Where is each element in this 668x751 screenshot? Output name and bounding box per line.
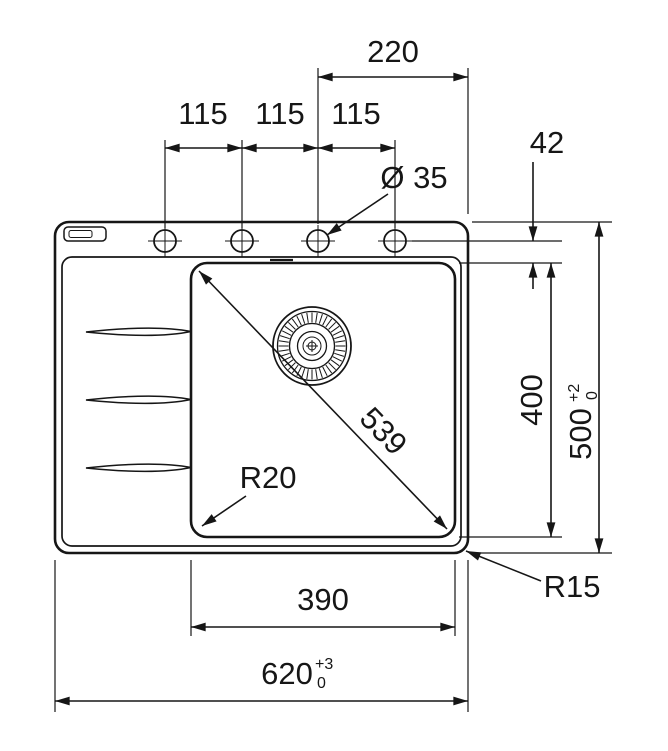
drainboard-rib (85, 395, 192, 405)
drainboard (85, 327, 192, 473)
dim-label-115-1: 115 (178, 96, 227, 131)
dim-115-chain: 115 115 115 (164, 96, 396, 228)
dim-620: 620 +3 0 (54, 560, 469, 712)
dim-500: 500 +2 0 (472, 221, 612, 554)
dim-400: 400 (459, 263, 562, 538)
sink-body (53, 220, 470, 555)
faucet-hole (225, 225, 259, 257)
dim-label-620: 620 (261, 656, 313, 691)
dim-r20: R20 (201, 460, 297, 527)
dim-label-620-tol-lower: 0 (317, 675, 326, 692)
faucet-hole (378, 225, 412, 257)
dim-label-500-tol-upper: +2 (566, 384, 583, 402)
faucet-hole (301, 225, 335, 257)
dim-390: 390 (190, 560, 456, 636)
drainboard-rib (85, 463, 192, 473)
dim-label-500: 500 (563, 408, 598, 460)
dim-220: 220 (317, 34, 469, 224)
faucet-holes (148, 225, 412, 257)
brand-plate (63, 226, 107, 242)
dim-label-500-tol-lower: 0 (584, 391, 601, 400)
dim-label-220: 220 (367, 34, 419, 69)
sink-outer-outline (53, 220, 470, 555)
dim-label-hole-diameter: Ø 35 (380, 160, 447, 195)
dim-539: 539 (198, 270, 448, 530)
dim-42: 42 (412, 125, 564, 289)
dim-label-r15: R15 (544, 569, 601, 604)
sink-inner-rim (61, 256, 462, 547)
drainboard-rib (85, 327, 192, 337)
dim-hole-diameter: Ø 35 (326, 160, 448, 236)
dim-label-400: 400 (514, 374, 549, 426)
dim-label-42: 42 (530, 125, 564, 160)
dim-label-620-tol-upper: +3 (315, 656, 333, 673)
drain-strainer (272, 306, 352, 386)
dim-label-115-2: 115 (255, 96, 304, 131)
dim-r15: R15 (465, 550, 601, 604)
dim-label-390: 390 (297, 582, 349, 617)
dim-label-539: 539 (353, 400, 414, 462)
faucet-hole (148, 225, 182, 257)
dim-label-r20: R20 (240, 460, 297, 495)
dim-label-115-3: 115 (331, 96, 380, 131)
